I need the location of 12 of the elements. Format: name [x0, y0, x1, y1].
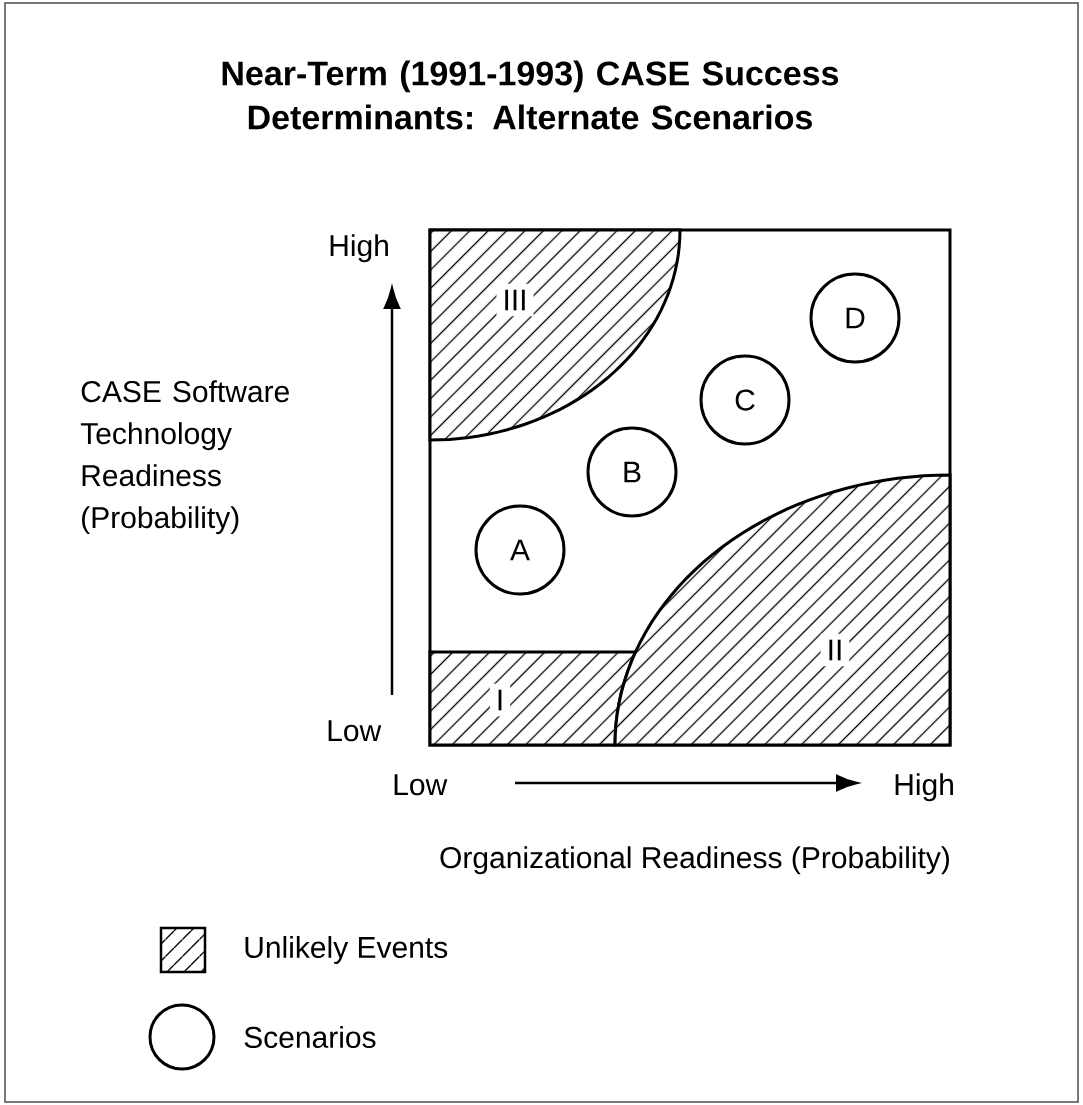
hatched-region: I: [428, 650, 638, 747]
axis-label: Low: [394, 774, 448, 796]
axis-label: Low: [328, 720, 382, 742]
legend-label: Scenarios: [244, 1026, 376, 1049]
axis-title: Organizational Readiness (Probability): [440, 846, 949, 875]
axis-title: CASE Software Technology Readiness (Probability): [80, 380, 289, 535]
axis-label: High: [330, 234, 388, 263]
legend-label: Unlikely Events: [245, 936, 448, 964]
title: Near-Term (1991-1993) CASE Success Determinants: Alternate Scenarios: [222, 60, 839, 130]
node-label: III: [505, 289, 525, 311]
hatched-region: III: [428, 228, 682, 442]
axis-label: High: [895, 773, 953, 802]
